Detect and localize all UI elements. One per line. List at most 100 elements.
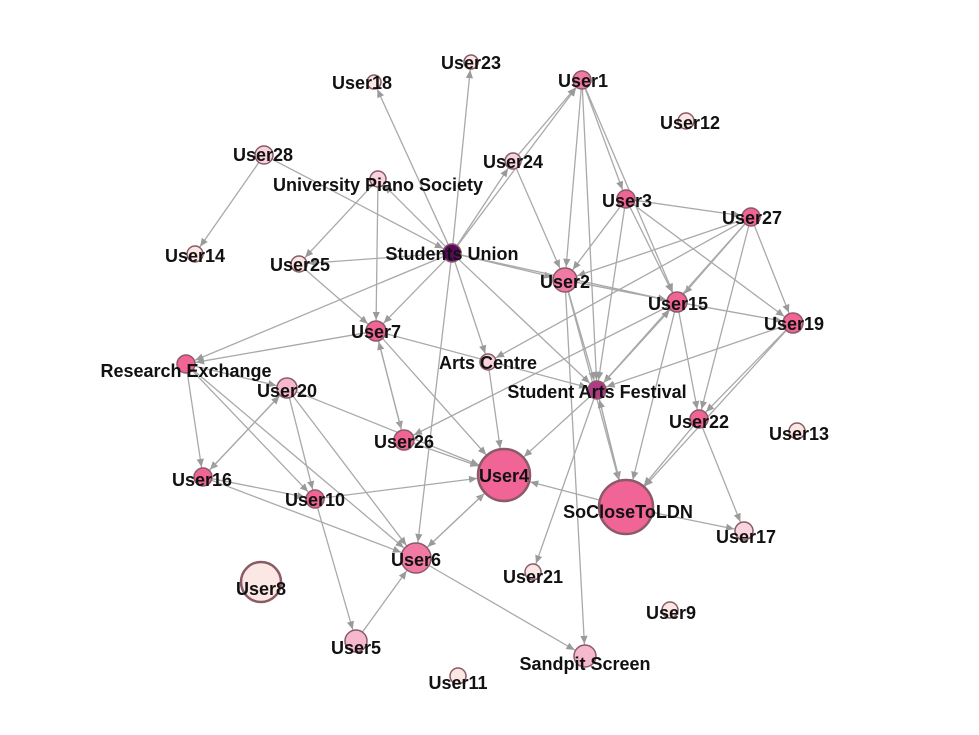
node-label-User12: User12	[660, 113, 720, 133]
edge-User27-to-User22	[700, 225, 750, 410]
node-User10[interactable]	[305, 489, 325, 509]
node-User8[interactable]	[239, 560, 283, 604]
edge-User4-to-User6	[426, 492, 486, 548]
edge-User1-to-StudentArtsFestival	[581, 88, 600, 381]
node-label-User18: User18	[332, 73, 392, 93]
edge-User28-to-User14	[199, 161, 260, 248]
edge-ResearchExchange-to-User6	[192, 369, 405, 549]
node-label-SoCloseToLDN: SoCloseToLDN	[563, 502, 693, 522]
node-UniversityPianoSociety[interactable]	[369, 170, 387, 188]
edge-User16-to-User20	[208, 395, 281, 472]
nodes-layer	[176, 54, 806, 685]
edge-SoCloseToLDN-to-User4	[529, 480, 601, 501]
node-label-User3: User3	[602, 191, 652, 211]
node-label-User2: User2	[540, 272, 590, 292]
edge-User3-to-User15	[629, 206, 673, 293]
node-User2[interactable]	[552, 267, 578, 293]
node-User27[interactable]	[741, 207, 761, 227]
edge-User24-to-User2	[515, 167, 561, 269]
node-User11[interactable]	[449, 667, 467, 685]
edge-ArtsCentre-to-User4	[488, 369, 503, 449]
edge-User20-to-User4	[295, 391, 480, 466]
node-label-User15: User15	[648, 294, 708, 314]
node-User9[interactable]	[661, 601, 679, 619]
node-User20[interactable]	[276, 377, 298, 399]
node-User19[interactable]	[782, 312, 804, 334]
edge-UniversityPianoSociety-to-User25	[304, 184, 374, 259]
edge-User20-to-User10	[288, 397, 315, 490]
node-label-User13: User13	[769, 424, 829, 444]
node-User25[interactable]	[290, 255, 308, 273]
edge-User7-to-ResearchExchange	[195, 332, 367, 365]
node-label-User24: User24	[483, 152, 543, 172]
node-label-User22: User22	[669, 412, 729, 432]
edge-StudentsUnion-to-ArtsCentre	[454, 260, 487, 355]
node-User23[interactable]	[463, 54, 479, 70]
node-label-User27: User27	[722, 208, 782, 228]
edge-User1-to-User2	[563, 88, 582, 268]
node-User15[interactable]	[666, 291, 688, 313]
node-StudentsUnion[interactable]	[442, 243, 462, 263]
node-User1[interactable]	[572, 70, 592, 90]
node-label-User1: User1	[558, 71, 608, 91]
node-User3[interactable]	[616, 189, 636, 209]
edge-StudentsUnion-to-User18	[376, 88, 449, 246]
edge-User6-to-SandpitScreen	[428, 564, 576, 651]
node-label-UniversityPianoSociety: University Piano Society	[273, 175, 483, 195]
edge-User16-to-User6	[210, 479, 402, 553]
node-label-User5: User5	[331, 638, 381, 658]
edge-User5-to-User6	[361, 570, 408, 633]
node-label-User9: User9	[646, 603, 696, 623]
edge-User27-to-ArtsCentre	[495, 220, 744, 359]
node-ArtsCentre[interactable]	[479, 353, 497, 371]
node-User18[interactable]	[366, 74, 382, 90]
node-StudentArtsFestival[interactable]	[587, 380, 607, 400]
node-ResearchExchange[interactable]	[176, 354, 196, 374]
node-SandpitScreen[interactable]	[573, 644, 597, 668]
node-User4[interactable]	[476, 447, 532, 503]
edge-StudentsUnion-to-StudentArtsFestival	[457, 258, 591, 384]
node-User16[interactable]	[193, 467, 213, 487]
edge-User15-to-User26	[413, 305, 669, 436]
edge-ResearchExchange-to-User10	[191, 369, 309, 493]
edge-StudentsUnion-to-User7	[383, 258, 447, 324]
edge-StudentsUnion-to-UniversityPianoSociety	[383, 184, 447, 248]
edge-StudentsUnion-to-ResearchExchange	[194, 255, 445, 361]
edge-User19-to-StudentArtsFestival	[605, 325, 785, 388]
node-label-User10: User10	[285, 490, 345, 510]
edge-User28-to-StudentsUnion	[271, 158, 444, 250]
node-label-User23: User23	[441, 53, 501, 73]
node-User12[interactable]	[677, 112, 695, 130]
edge-User27-to-User19	[753, 224, 790, 314]
node-User14[interactable]	[186, 245, 204, 263]
edge-User3-to-User27	[634, 199, 742, 219]
node-User5[interactable]	[344, 629, 368, 653]
edge-StudentsUnion-to-User6	[415, 261, 452, 543]
node-label-User20: User20	[257, 381, 317, 401]
node-User7[interactable]	[365, 320, 387, 342]
node-label-StudentArtsFestival: Student Arts Festival	[507, 382, 686, 402]
edge-User25-to-User7	[304, 268, 369, 325]
node-label-User21: User21	[503, 567, 563, 587]
edge-User27-to-User2	[576, 219, 744, 277]
node-label-User14: User14	[165, 246, 225, 266]
node-SoCloseToLDN[interactable]	[597, 478, 655, 536]
edge-User1-to-User3	[584, 87, 624, 191]
edge-User15-to-User22	[678, 311, 700, 410]
node-User6[interactable]	[400, 542, 432, 574]
node-User22[interactable]	[689, 409, 709, 429]
node-label-StudentsUnion: Students Union	[386, 244, 519, 264]
node-User21[interactable]	[524, 563, 542, 581]
node-User28[interactable]	[254, 145, 274, 165]
node-User24[interactable]	[504, 152, 522, 170]
node-label-User25: User25	[270, 255, 330, 275]
node-User26[interactable]	[393, 429, 415, 451]
node-label-ArtsCentre: Arts Centre	[439, 353, 537, 373]
edge-StudentArtsFestival-to-User15	[602, 309, 671, 384]
node-User13[interactable]	[788, 422, 806, 440]
edge-User19-to-User22	[705, 329, 787, 413]
edge-UniversityPianoSociety-to-User7	[372, 186, 380, 321]
node-User17[interactable]	[734, 521, 754, 541]
node-label-ResearchExchange: Research Exchange	[100, 361, 271, 381]
